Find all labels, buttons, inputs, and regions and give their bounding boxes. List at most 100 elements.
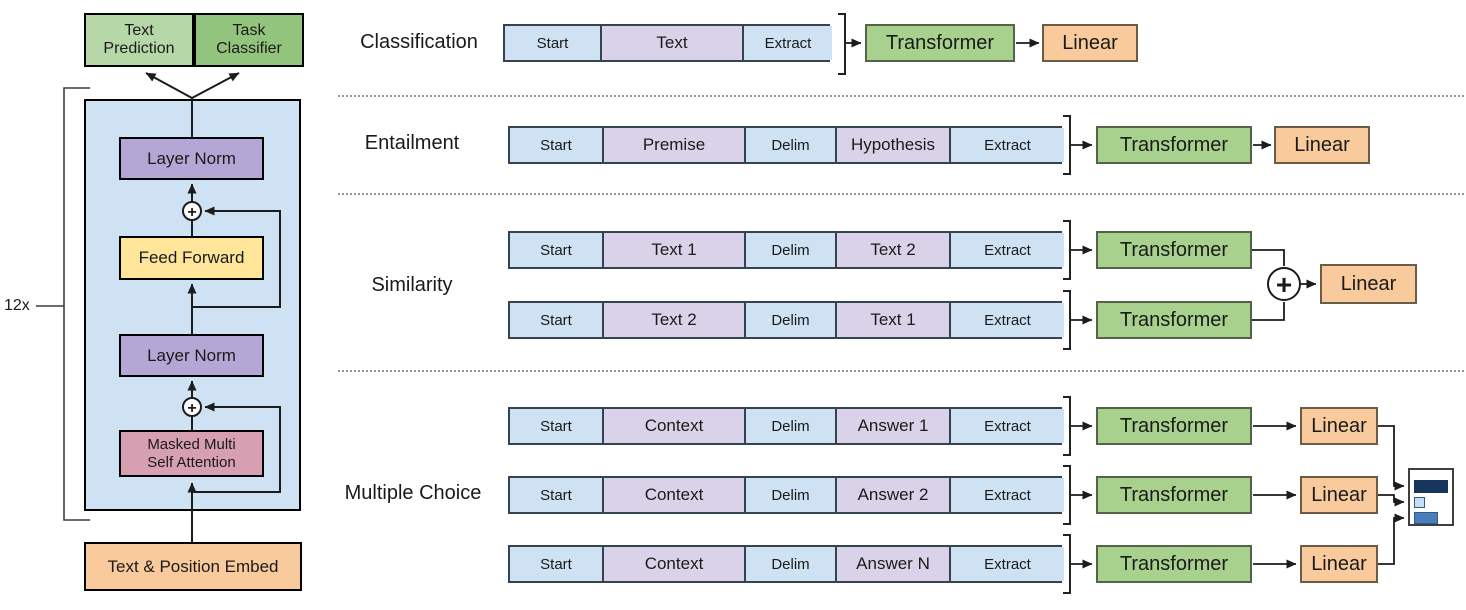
entailment-token-strip: Start Premise Delim Hypothesis Extract (508, 126, 1064, 164)
multiple-choice-transformer-box-2: Transformer (1096, 476, 1252, 514)
feed-forward-label: Feed Forward (138, 248, 245, 268)
layer-norm-top-box: Layer Norm (119, 137, 264, 180)
token-extract: Extract (742, 26, 832, 60)
bar-chart-bar-top (1414, 480, 1448, 493)
section-divider-3 (338, 370, 1464, 372)
entailment-linear-box: Linear (1274, 126, 1370, 164)
transformer-label: Transformer (1119, 133, 1229, 156)
bracket-similarity-1 (1063, 220, 1071, 280)
similarity-transformer-box-1: Transformer (1096, 231, 1252, 269)
text-position-embed-box: Text & Position Embed (84, 542, 302, 591)
token-start: Start (510, 128, 602, 162)
token-answer-2: Answer 2 (835, 478, 949, 512)
multiple-choice-token-strip-1: Start Context Delim Answer 1 Extract (508, 407, 1064, 445)
token-context: Context (602, 478, 744, 512)
transformer-label: Transformer (1119, 483, 1229, 506)
multiple-choice-linear-box-1: Linear (1300, 407, 1378, 445)
arrow-to-text-prediction (145, 72, 193, 99)
bracket-multiple-choice-1 (1063, 396, 1071, 456)
section-divider-2 (338, 193, 1464, 195)
classification-label: Classification (360, 31, 478, 53)
token-premise: Premise (602, 128, 744, 162)
text-prediction-box: Text Prediction (84, 13, 194, 67)
masked-attention-box: Masked Multi Self Attention (119, 430, 264, 477)
similarity-label: Similarity (371, 274, 453, 296)
bracket-similarity-2 (1063, 290, 1071, 350)
similarity-sum-circle: + (1267, 267, 1301, 301)
multiple-choice-label: Multiple Choice (344, 482, 482, 504)
transformer-label: Transformer (1119, 414, 1229, 437)
feed-forward-box: Feed Forward (119, 236, 264, 280)
token-delim: Delim (744, 409, 835, 443)
elbow-mc1-linear-to-chart (1378, 425, 1405, 491)
token-hypothesis: Hypothesis (835, 128, 949, 162)
masked-attention-label: Masked Multi Self Attention (147, 436, 236, 471)
elbow-mc3-linear-to-chart (1378, 513, 1405, 565)
layer-norm-top-label: Layer Norm (147, 148, 236, 168)
token-start: Start (510, 478, 602, 512)
multiple-choice-transformer-box-3: Transformer (1096, 545, 1252, 583)
linear-label: Linear (1340, 272, 1397, 295)
entailment-transformer-box: Transformer (1096, 126, 1252, 164)
token-delim: Delim (744, 478, 835, 512)
bracket-multiple-choice-3 (1063, 534, 1071, 594)
token-text: Text (600, 26, 742, 60)
bar-chart-bar-middle (1414, 497, 1425, 508)
task-classifier-box: Task Classifier (194, 13, 304, 67)
layer-norm-bottom-box: Layer Norm (119, 334, 264, 377)
similarity-token-strip-2: Start Text 2 Delim Text 1 Extract (508, 301, 1064, 339)
token-answer-n: Answer N (835, 547, 949, 581)
similarity-transformer-box-2: Transformer (1096, 301, 1252, 339)
token-extract: Extract (949, 409, 1064, 443)
transformer-label: Transformer (885, 31, 995, 54)
bracket-entailment (1063, 115, 1071, 175)
token-text2: Text 2 (835, 233, 949, 267)
token-text1: Text 1 (835, 303, 949, 337)
section-divider-1 (338, 95, 1464, 97)
similarity-token-strip-1: Start Text 1 Delim Text 2 Extract (508, 231, 1064, 269)
multiple-choice-linear-box-2: Linear (1300, 476, 1378, 514)
entailment-label: Entailment (364, 132, 460, 154)
similarity-linear-box: Linear (1320, 264, 1417, 304)
bar-chart-icon (1408, 468, 1454, 526)
token-context: Context (602, 547, 744, 581)
token-extract: Extract (949, 303, 1064, 337)
elbow-sim1-to-plus (1252, 249, 1285, 266)
multiple-choice-token-strip-2: Start Context Delim Answer 2 Extract (508, 476, 1064, 514)
token-extract: Extract (949, 547, 1064, 581)
task-classifier-label: Task Classifier (216, 21, 282, 57)
multiple-choice-transformer-box-1: Transformer (1096, 407, 1252, 445)
linear-label: Linear (1311, 414, 1367, 437)
transformer-label: Transformer (1119, 238, 1229, 261)
repeat-12x-label: 12x (4, 297, 30, 314)
transformer-label: Transformer (1119, 552, 1229, 575)
token-start: Start (510, 547, 602, 581)
elbow-mc2-linear-to-chart (1378, 494, 1405, 507)
token-extract: Extract (949, 128, 1064, 162)
classification-transformer-box: Transformer (865, 24, 1015, 62)
plus-icon: + (1276, 269, 1292, 300)
transformer-label: Transformer (1119, 308, 1229, 331)
linear-label: Linear (1294, 133, 1350, 156)
token-start: Start (505, 26, 600, 60)
elbow-sim2-to-plus (1252, 302, 1285, 321)
token-delim: Delim (744, 547, 835, 581)
text-prediction-label: Text Prediction (103, 21, 175, 57)
token-text1: Text 1 (602, 233, 744, 267)
token-start: Start (510, 303, 602, 337)
bracket-multiple-choice-2 (1063, 465, 1071, 525)
text-position-embed-label: Text & Position Embed (107, 556, 279, 576)
token-extract: Extract (949, 478, 1064, 512)
linear-label: Linear (1062, 31, 1118, 54)
linear-label: Linear (1311, 483, 1367, 506)
multiple-choice-linear-box-3: Linear (1300, 545, 1378, 583)
layer-norm-bottom-label: Layer Norm (147, 345, 236, 365)
token-text2: Text 2 (602, 303, 744, 337)
multiple-choice-token-strip-3: Start Context Delim Answer N Extract (508, 545, 1064, 583)
classification-token-strip: Start Text Extract (503, 24, 832, 62)
arrow-to-task-classifier (191, 72, 240, 99)
token-start: Start (510, 409, 602, 443)
token-context: Context (602, 409, 744, 443)
classification-linear-box: Linear (1042, 24, 1138, 62)
